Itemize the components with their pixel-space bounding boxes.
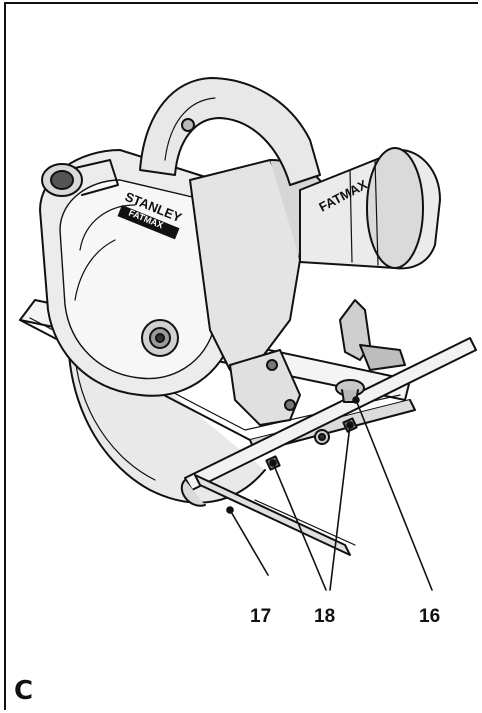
figure-frame: [4, 2, 478, 710]
bevel-lever: [339, 299, 406, 371]
callout-18: 18: [314, 606, 336, 627]
rip-fence: [180, 337, 477, 556]
subbrand-badge: [117, 205, 180, 240]
figure-letter: C: [14, 676, 34, 706]
dust-port: [41, 159, 119, 197]
motor-housing: [189, 147, 441, 371]
front-bracket: [229, 349, 301, 426]
callout-16: 16: [419, 606, 441, 627]
callout-17: 17: [250, 606, 272, 627]
top-handle: [139, 77, 321, 186]
blade-arbor-nut: [141, 319, 179, 357]
leader-lines: [226, 396, 433, 591]
blade-guard: [39, 149, 241, 397]
